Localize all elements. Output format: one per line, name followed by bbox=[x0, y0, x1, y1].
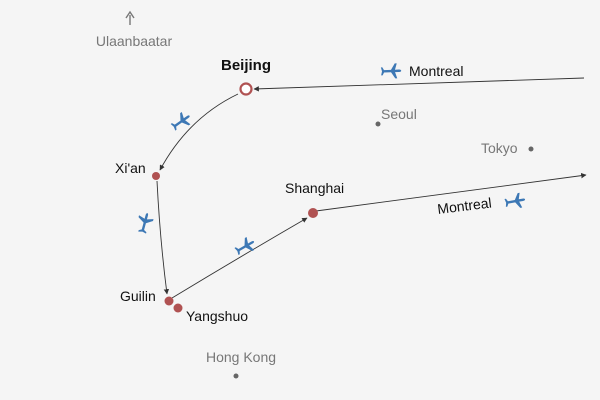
marker-shanghai bbox=[308, 208, 318, 218]
route-beijing-xian bbox=[159, 93, 239, 171]
north-arrow bbox=[125, 10, 135, 25]
route-xian-guilin bbox=[156, 180, 170, 295]
arrow-up-icon bbox=[125, 10, 135, 19]
label-ulaanbaatar: Ulaanbaatar bbox=[96, 33, 173, 49]
label-tokyo: Tokyo bbox=[481, 140, 518, 156]
label-montreal-inbound: Montreal bbox=[409, 63, 463, 79]
label-montreal-outbound: Montreal bbox=[436, 194, 492, 217]
marker-guilin bbox=[164, 296, 174, 306]
marker-tokyo bbox=[528, 146, 534, 152]
airplane-icon bbox=[503, 192, 527, 211]
label-guilin: Guilin bbox=[120, 288, 156, 304]
airplane-icon bbox=[168, 109, 194, 134]
route-shanghai-montreal bbox=[315, 172, 587, 212]
label-xian: Xi'an bbox=[115, 160, 146, 176]
marker-seoul bbox=[375, 121, 381, 127]
marker-beijing bbox=[239, 82, 253, 96]
airplane-icon bbox=[380, 63, 402, 79]
marker-xian bbox=[152, 172, 160, 180]
route-montreal-beijing bbox=[253, 77, 585, 92]
marker-hong-kong bbox=[233, 373, 239, 379]
label-seoul: Seoul bbox=[381, 106, 417, 122]
route-guilin-shanghai bbox=[171, 217, 308, 299]
label-hong-kong: Hong Kong bbox=[206, 349, 276, 365]
label-beijing: Beijing bbox=[221, 57, 271, 74]
airplane-icon bbox=[134, 211, 155, 235]
label-yangshuo: Yangshuo bbox=[186, 308, 248, 324]
label-shanghai: Shanghai bbox=[285, 180, 344, 196]
marker-yangshuo bbox=[173, 303, 183, 313]
